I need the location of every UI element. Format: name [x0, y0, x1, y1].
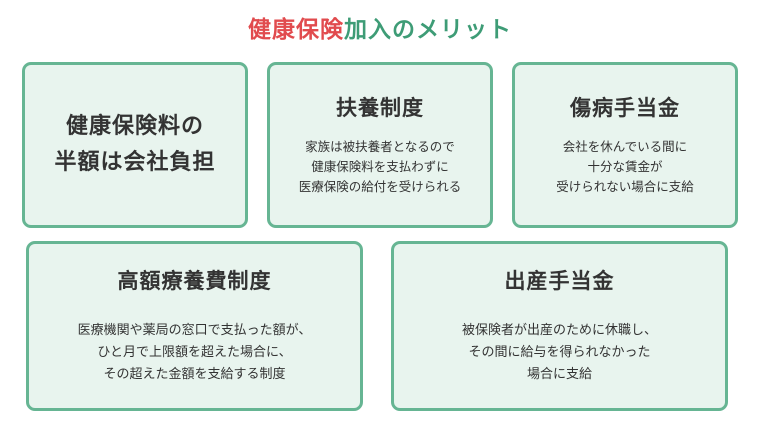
card-description-line: 十分な賃金が — [587, 159, 663, 174]
card-description-line: 家族は被扶養者となるので — [305, 139, 455, 154]
card-description-line: ひと月で上限額を超えた場合に、 — [97, 345, 292, 360]
card-high-cost-medical: 高額療養費制度 医療機関や薬局の窓口で支払った額が、 ひと月で上限額を超えた場合… — [26, 241, 363, 411]
card-description: 家族は被扶養者となるので 健康保険料を支払わずに 医療保険の給付を受けられる — [299, 137, 462, 197]
card-description: 会社を休んでいる間に 十分な賃金が 受けられない場合に支給 — [556, 137, 694, 197]
card-description-line: 会社を休んでいる間に — [562, 139, 688, 154]
card-description: 被保険者が出産のために休職し、 その間に給与を得られなかった 場合に支給 — [462, 320, 657, 386]
card-title: 高額療養費制度 — [117, 269, 272, 293]
card-maternity-allowance: 出産手当金 被保険者が出産のために休職し、 その間に給与を得られなかった 場合に… — [391, 241, 728, 411]
card-title-line: 半額は会社負担 — [54, 150, 216, 175]
card-title: 扶養制度 — [336, 96, 424, 120]
card-description: 医療機関や薬局の窓口で支払った額が、 ひと月で上限額を超えた場合に、 その超えた… — [78, 320, 312, 386]
card-description-line: その超えた金額を支給する制度 — [103, 367, 286, 382]
card-insurance-premium-half: 健康保険料の 半額は会社負担 — [22, 62, 248, 228]
card-title: 傷病手当金 — [570, 96, 680, 120]
page-title-accent: 健康保険 — [248, 17, 344, 43]
page-title-rest: 加入のメリット — [344, 17, 512, 43]
card-dependent-system: 扶養制度 家族は被扶養者となるので 健康保険料を支払わずに 医療保険の給付を受け… — [267, 62, 493, 228]
card-title-line: 健康保険料の — [65, 114, 204, 139]
card-description-line: 医療保険の給付を受けられる — [298, 179, 462, 194]
page-title: 健康保険加入のメリット — [0, 12, 760, 48]
card-description-line: 場合に支給 — [526, 367, 592, 382]
card-description-line: 健康保険料を支払わずに — [311, 159, 449, 174]
card-description-line: その間に給与を得られなかった — [468, 345, 651, 360]
card-sickness-allowance: 傷病手当金 会社を休んでいる間に 十分な賃金が 受けられない場合に支給 — [512, 62, 738, 228]
card-title: 出産手当金 — [504, 269, 615, 293]
card-description-line: 受けられない場合に支給 — [556, 179, 694, 194]
card-description-line: 被保険者が出産のために休職し、 — [461, 323, 657, 338]
card-title: 健康保険料の 半額は会社負担 — [54, 109, 215, 181]
card-description-line: 医療機関や薬局の窓口で支払った額が、 — [77, 323, 312, 338]
